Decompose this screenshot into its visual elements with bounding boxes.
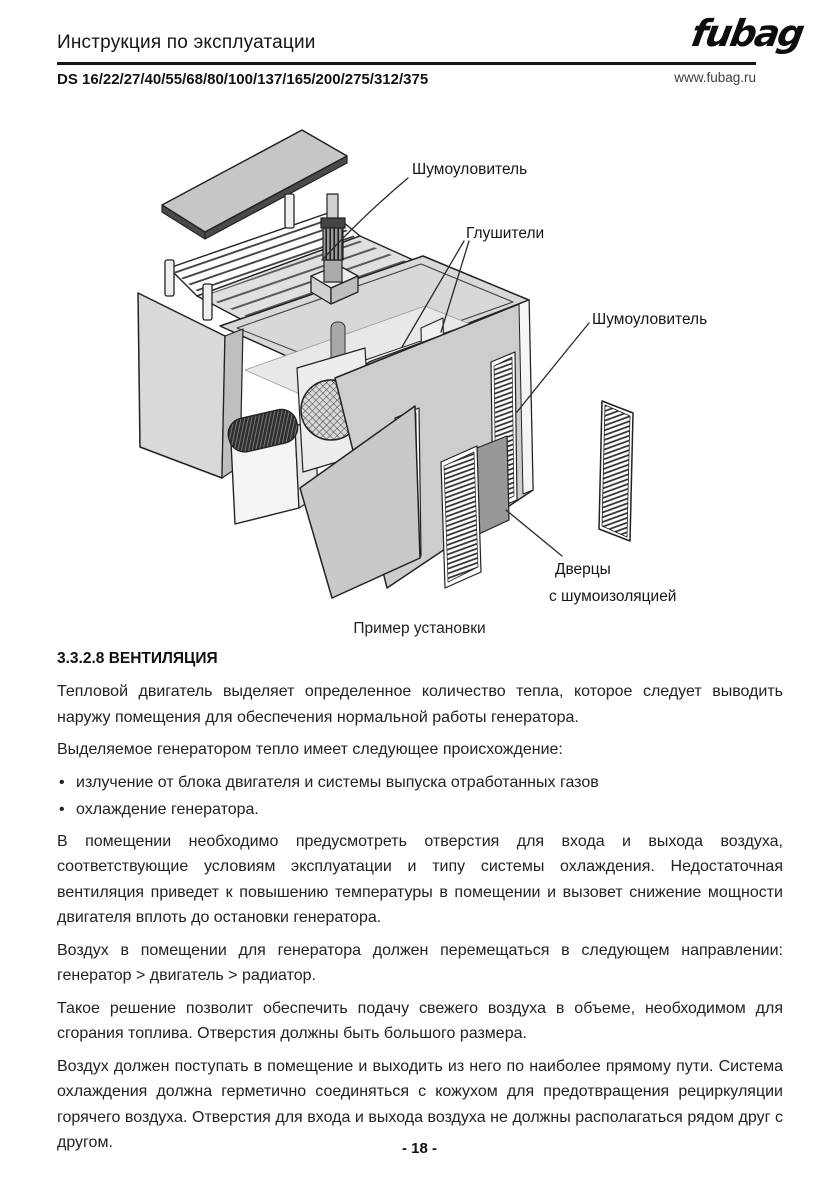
enclosure-lid bbox=[161, 129, 348, 240]
bullet-text: охлаждение генератора. bbox=[76, 801, 259, 818]
paragraph: В помещении необходимо предусмотреть отв… bbox=[57, 832, 783, 927]
bullet-glyph: • bbox=[59, 773, 65, 791]
section-ventilation: 3.3.2.8 ВЕНТИЛЯЦИЯ Тепловой двигатель вы… bbox=[57, 650, 783, 1163]
paragraph: Воздух в помещении для генератора должен… bbox=[57, 941, 783, 985]
paragraph: Выделяемое генератором тепло имеет следу… bbox=[57, 741, 563, 758]
label-silencers: Глушители bbox=[466, 225, 544, 242]
section-heading: 3.3.2.8 ВЕНТИЛЯЦИЯ bbox=[57, 650, 218, 667]
website-text: www.fubag.ru bbox=[674, 70, 756, 85]
soundproof-doors bbox=[440, 435, 510, 589]
header-rule bbox=[57, 62, 756, 65]
left-wall bbox=[137, 292, 244, 479]
bullet-item: • охлаждение генератора. bbox=[57, 797, 783, 823]
label-noise-trap-top: Шумоуловитель bbox=[412, 161, 527, 178]
label-doors-line2: с шумоизоляцией bbox=[549, 588, 676, 605]
bullet-glyph: • bbox=[59, 801, 65, 818]
side-noise-trap-panel bbox=[598, 400, 634, 542]
paragraph: Воздух должен поступать в помещение и вы… bbox=[57, 1057, 783, 1152]
leader-lines bbox=[321, 177, 590, 557]
paragraph: Тепловой двигатель выделяет определенное… bbox=[57, 683, 783, 726]
bullet-text: излучение от блока двигателя и системы в… bbox=[76, 773, 599, 791]
label-doors-line1: Дверцы bbox=[555, 561, 611, 578]
model-list: DS 16/22/27/40/55/68/80/100/137/165/200/… bbox=[57, 71, 429, 88]
bullet-list: • излучение от блока двигателя и системы… bbox=[57, 770, 783, 823]
intake-funnel bbox=[299, 405, 421, 599]
exhaust-stack bbox=[310, 193, 359, 305]
paragraph: Такое решение позволит обеспечить подачу… bbox=[57, 999, 783, 1043]
fubag-logo: fubag bbox=[688, 12, 807, 55]
figure-caption: Пример установки bbox=[353, 620, 486, 637]
label-noise-trap-right: Шумоуловитель bbox=[592, 311, 707, 328]
installation-diagram: Шумоуловитель Глушители Шумоуловитель Дв… bbox=[137, 129, 707, 605]
bullet-item: • излучение от блока двигателя и системы… bbox=[57, 770, 783, 796]
page-number: - 18 - bbox=[401, 1140, 437, 1157]
page-title: Инструкция по эксплуатации bbox=[57, 32, 316, 53]
